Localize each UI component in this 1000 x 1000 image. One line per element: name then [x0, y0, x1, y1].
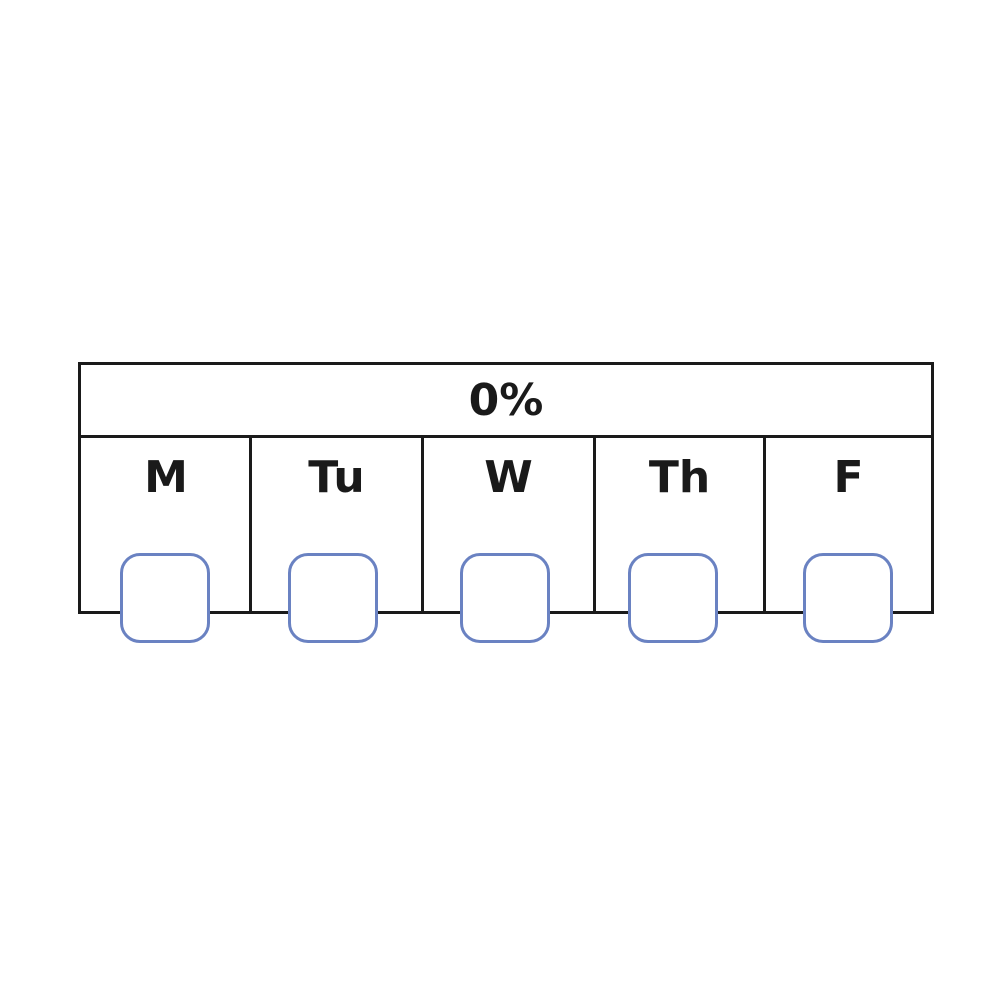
day-label-wednesday: W	[484, 452, 533, 503]
day-column-tuesday: Tu	[249, 438, 421, 611]
day-label-monday: M	[144, 452, 188, 503]
checkbox-thursday[interactable]	[628, 553, 718, 643]
progress-percent: 0%	[81, 365, 931, 438]
day-label-thursday: Th	[648, 452, 711, 503]
day-column-thursday: Th	[593, 438, 763, 611]
day-column-wednesday: W	[421, 438, 593, 611]
day-label-tuesday: Tu	[308, 452, 365, 503]
day-row: M Tu W Th F	[81, 438, 931, 611]
day-column-monday: M	[81, 438, 251, 611]
checkbox-tuesday[interactable]	[288, 553, 378, 643]
day-column-friday: F	[763, 438, 931, 611]
checkbox-wednesday[interactable]	[460, 553, 550, 643]
day-label-friday: F	[833, 452, 864, 503]
checkbox-friday[interactable]	[803, 553, 893, 643]
checkbox-monday[interactable]	[120, 553, 210, 643]
